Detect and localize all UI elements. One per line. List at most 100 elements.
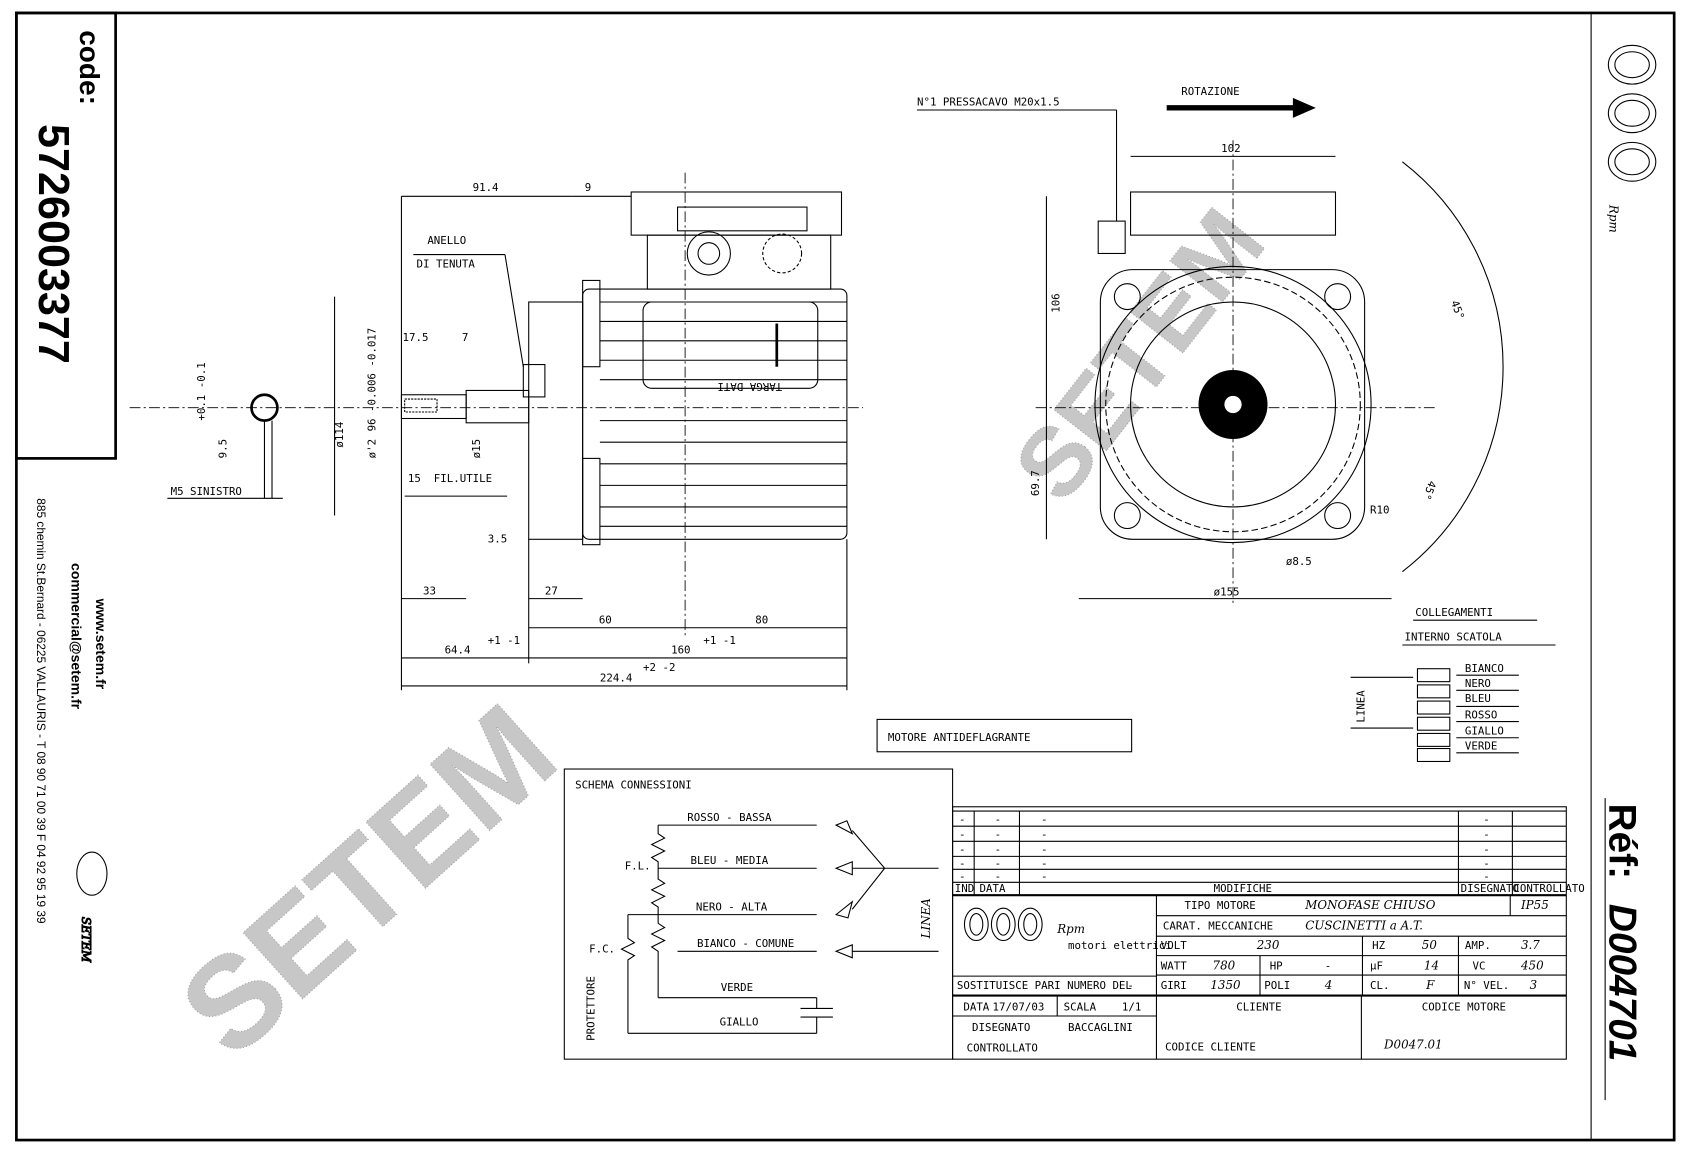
- rev-modifiche: -: [1041, 843, 1047, 856]
- mounting-hole: [1324, 502, 1352, 530]
- setem-brand: SETEM: [79, 917, 93, 963]
- watt-value: 780: [1213, 959, 1236, 973]
- vel-value: 3: [1530, 978, 1538, 992]
- watermark-setem: SETEM: [154, 678, 582, 1083]
- volt-label: VOLT: [1161, 939, 1187, 952]
- rev-data: -: [995, 843, 1001, 856]
- rpm-logo-subtitle: motori elettrici: [1068, 939, 1172, 952]
- terminal-title-1: COLLEGAMENTI: [1415, 606, 1493, 619]
- ref-number: D004701: [1600, 904, 1643, 1062]
- wire-bianco-comune: BIANCO - COMUNE: [697, 937, 794, 950]
- motor-body: [582, 288, 848, 540]
- cooling-fins: [599, 301, 847, 527]
- rev-ind: -: [959, 857, 965, 870]
- terminal-wire-verde: VERDE: [1465, 740, 1497, 753]
- front-flange: [528, 301, 584, 540]
- tipo-motore-value: MONOFASE CHIUSO: [1304, 898, 1435, 912]
- rev-ind: -: [959, 813, 965, 826]
- uf-value: 14: [1424, 959, 1439, 973]
- dim-r10: R10: [1370, 503, 1389, 516]
- rev-data: -: [995, 813, 1001, 826]
- dim-7: 7: [462, 331, 468, 344]
- rev-disegnato: -: [1483, 843, 1489, 856]
- sostituisce-value: -: [1127, 979, 1133, 992]
- dim-69-7: 69.7: [1029, 470, 1042, 496]
- data-label: DATA: [963, 1001, 989, 1014]
- email-link[interactable]: commercial@setem.fr: [68, 563, 84, 710]
- hp-value: -: [1325, 960, 1331, 973]
- sidebar: code: 5726003377 www.setem.fr commercial…: [29, 30, 109, 963]
- rev-disegnato: -: [1483, 857, 1489, 870]
- dim-33: 33: [423, 584, 436, 597]
- controllato-label: CONTROLLATO: [967, 1042, 1038, 1055]
- rev-ind: -: [959, 870, 965, 883]
- terminal-wire-nero: NERO: [1465, 677, 1491, 690]
- uf-label: µF: [1370, 960, 1383, 973]
- cable-gland-icon: [686, 231, 731, 276]
- dim-dia-2: ø'2: [366, 439, 379, 458]
- rev-modifiche: -: [1041, 857, 1047, 870]
- scala-value: 1/1: [1122, 1001, 1141, 1014]
- rev-disegnato: -: [1483, 813, 1489, 826]
- terminal-line-label: LINEA: [1355, 690, 1368, 723]
- rotation-arrow-icon: [1166, 97, 1316, 118]
- cable-gland: [1097, 220, 1126, 255]
- poli-value: 4: [1324, 978, 1333, 992]
- dim-dia-15: ø15: [470, 439, 483, 458]
- dim-9-5: 9.5: [217, 439, 230, 458]
- volt-value: 230: [1256, 938, 1280, 952]
- rev-disegnato: -: [1483, 828, 1489, 841]
- rpm-brand: Rpm: [1606, 204, 1620, 233]
- wire-verde: VERDE: [721, 981, 753, 994]
- seal-label-di-tenuta: DI TENUTA: [417, 257, 476, 270]
- winding-resistors: [650, 825, 666, 998]
- terminal-box-wiring: COLLEGAMENTI INTERNO SCATOLA LINEA BIANC…: [1350, 606, 1556, 763]
- capacitor-icon: [800, 997, 833, 1034]
- product-code: 5726003377: [29, 124, 77, 364]
- protector-resistor: [620, 914, 636, 1034]
- rev-data: -: [995, 857, 1001, 870]
- dim-64-4: 64.4: [445, 644, 471, 657]
- codice-cliente-label: CODICE CLIENTE: [1165, 1041, 1256, 1054]
- cable-gland-label: N°1 PRESSACAVO M20x1.5: [917, 96, 1060, 109]
- schematic-title: SCHEMA CONNESSIONI: [575, 778, 692, 791]
- angle-45-bottom: 45°: [1420, 479, 1439, 502]
- dim-key-tolerance: +0.1 -0.1: [195, 362, 208, 420]
- dim-dia-155: ø155: [1214, 585, 1240, 598]
- terminal-wire-bianco: BIANCO: [1465, 662, 1504, 675]
- website-link[interactable]: www.setem.fr: [93, 598, 109, 690]
- amp-value: 3.7: [1521, 938, 1540, 952]
- dim-9: 9: [585, 181, 591, 194]
- vc-value: 450: [1520, 959, 1544, 973]
- cl-value: F: [1425, 978, 1435, 992]
- dim-160: 160: [671, 644, 690, 657]
- fl-label: F.L.: [625, 859, 651, 872]
- sostituisce-label: SOSTITUISCE PARI NUMERO DEL: [957, 979, 1132, 992]
- wiring-schematic: SCHEMA CONNESSIONI ROSSO - BASSA BLEU - …: [563, 768, 954, 1060]
- rpm-logo: Rpm motori elettrici: [963, 907, 1172, 952]
- title-block: - - - - - - - - - - - - - - - - - - - - …: [952, 806, 1585, 1060]
- hz-value: 50: [1422, 938, 1438, 952]
- carat-label: CARAT. MECCANICHE: [1163, 920, 1273, 933]
- code-box: [15, 11, 117, 460]
- header-ind: IND: [955, 882, 974, 895]
- seal-ring: [522, 364, 546, 398]
- rpm-logo-text: Rpm: [1056, 922, 1085, 936]
- fc-label: F.C.: [589, 942, 615, 955]
- dim-60: 60: [599, 613, 612, 626]
- right-strip: Rpm Réf: D004701: [1600, 44, 1657, 1101]
- rpm-coils-icon: [963, 907, 1043, 942]
- scala-label: SCALA: [1064, 1001, 1097, 1014]
- tipo-motore-label: TIPO MOTORE: [1184, 899, 1255, 912]
- rev-data: -: [995, 828, 1001, 841]
- disegnato-label: DISEGNATO: [972, 1021, 1030, 1034]
- rev-modifiche: -: [1041, 870, 1047, 883]
- dim-27: 27: [545, 584, 558, 597]
- side-view: TARGA DATI 91.4 9 ANELLO DI TENUTA: [129, 172, 864, 691]
- ref-label: Réf:: [1600, 804, 1643, 879]
- amp-label: AMP.: [1465, 939, 1491, 952]
- thread-label: FIL.UTILE: [434, 472, 492, 485]
- rev-disegnato: -: [1483, 870, 1489, 883]
- leader-line: [504, 254, 524, 367]
- protector-label: PROTETTORE: [585, 976, 598, 1041]
